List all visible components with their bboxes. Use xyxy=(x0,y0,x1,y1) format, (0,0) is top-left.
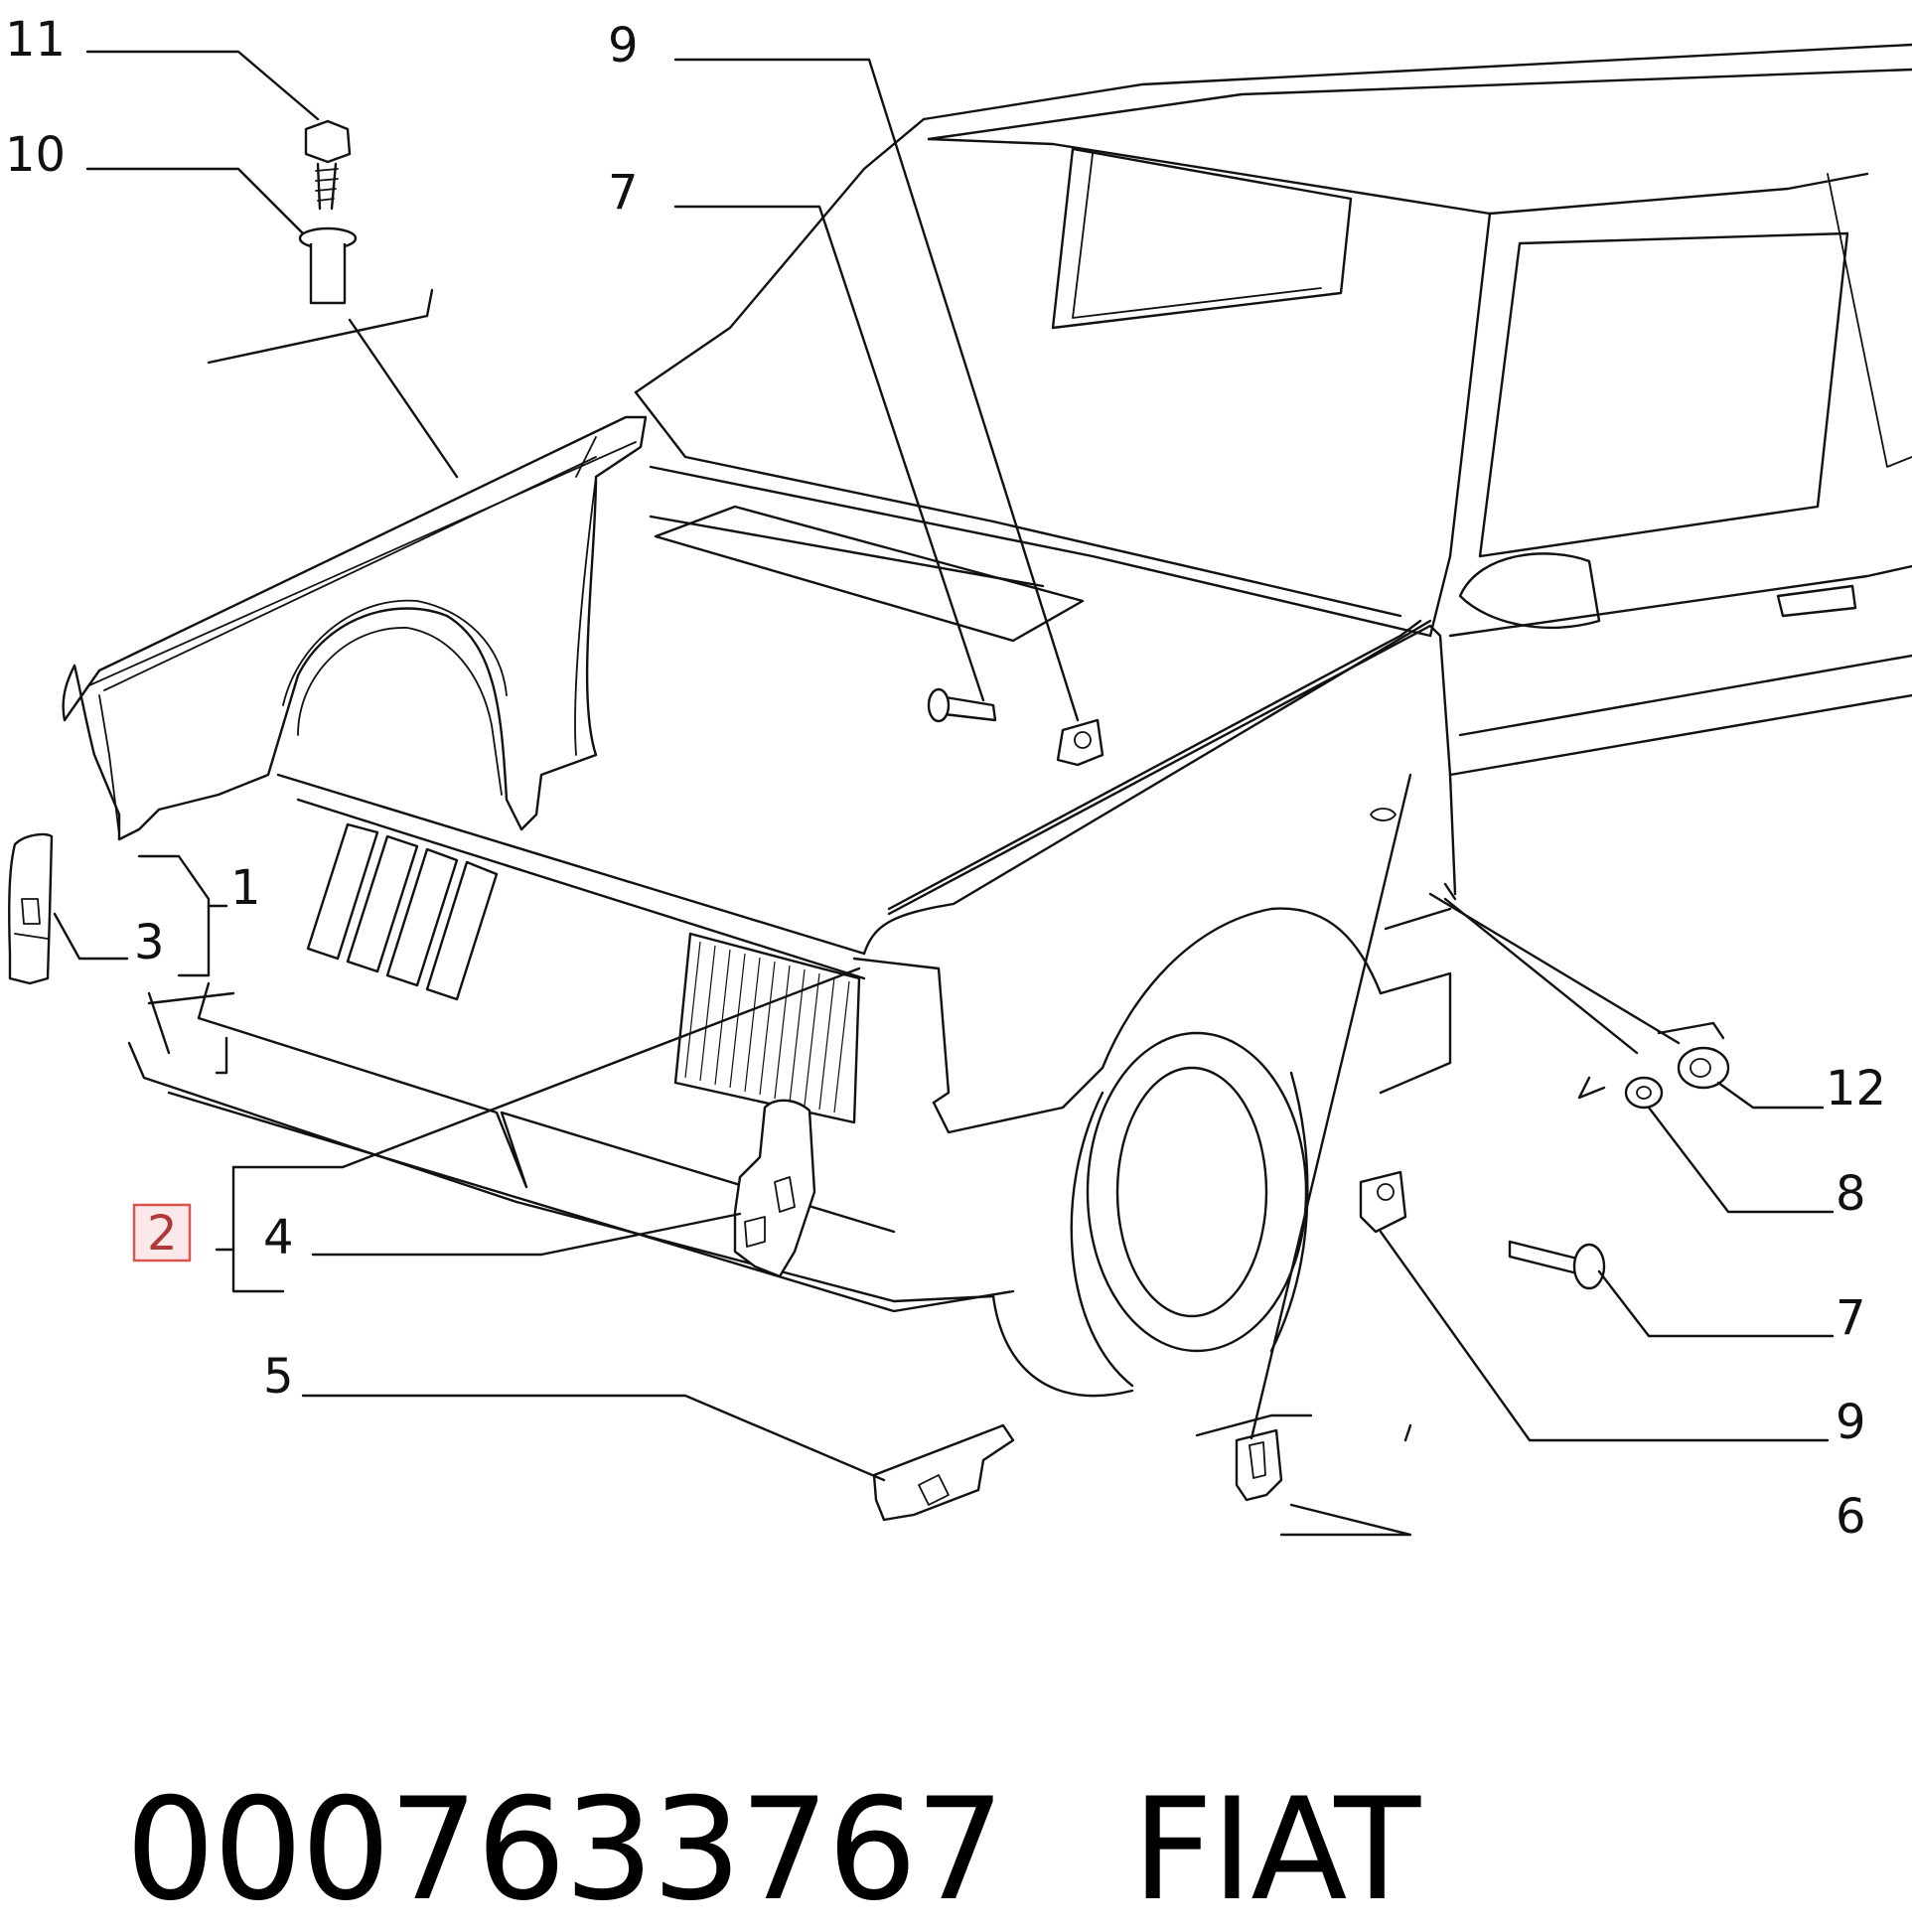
bolt-part-7 xyxy=(927,687,1606,1290)
bracket-part-5 xyxy=(872,1423,1015,1522)
callout-8: 8 xyxy=(1836,1166,1866,1222)
callout-11: 11 xyxy=(5,12,66,68)
front-fender-part xyxy=(62,415,648,841)
callout-9-right: 9 xyxy=(1836,1395,1866,1450)
car-body-drawing xyxy=(127,43,1912,1398)
callout-6: 6 xyxy=(1836,1489,1866,1545)
leader-lines xyxy=(53,50,1835,1537)
callout-10: 10 xyxy=(5,127,66,183)
callout-labels: 11 10 9 7 1 3 2 4 5 12 8 7 9 6 xyxy=(5,12,1886,1545)
brand-name: FIAT xyxy=(1131,1768,1420,1932)
bracket-part-4 xyxy=(733,1099,816,1278)
callout-7-right: 7 xyxy=(1836,1290,1866,1346)
callout-2-highlight-box xyxy=(132,1203,192,1263)
headlight-grille-lines xyxy=(684,941,850,1114)
callout-4: 4 xyxy=(263,1210,294,1265)
clip-nut-part-9 xyxy=(1056,718,1407,1234)
callout-3: 3 xyxy=(134,915,165,970)
washer-part-8 xyxy=(1624,1076,1664,1110)
caption: 0007633767 FIAT xyxy=(40,1604,1420,1932)
callout-2: 2 xyxy=(147,1206,178,1262)
grommet-part-12 xyxy=(1677,1046,1730,1090)
callout-12: 12 xyxy=(1826,1061,1886,1116)
callout-9-top: 9 xyxy=(608,18,639,74)
bracket-part-3 xyxy=(8,832,54,985)
callout-1: 1 xyxy=(230,860,261,916)
part-number: 0007633767 xyxy=(125,1768,1004,1932)
callout-5: 5 xyxy=(263,1349,294,1405)
screw-part-11 xyxy=(304,119,352,211)
clip-part-6 xyxy=(1235,1428,1283,1502)
callout-7-top: 7 xyxy=(608,165,639,221)
nut-part-10 xyxy=(298,226,358,305)
parts-diagram: 11 10 9 7 1 3 2 4 5 12 8 7 9 6 xyxy=(5,12,1912,1545)
